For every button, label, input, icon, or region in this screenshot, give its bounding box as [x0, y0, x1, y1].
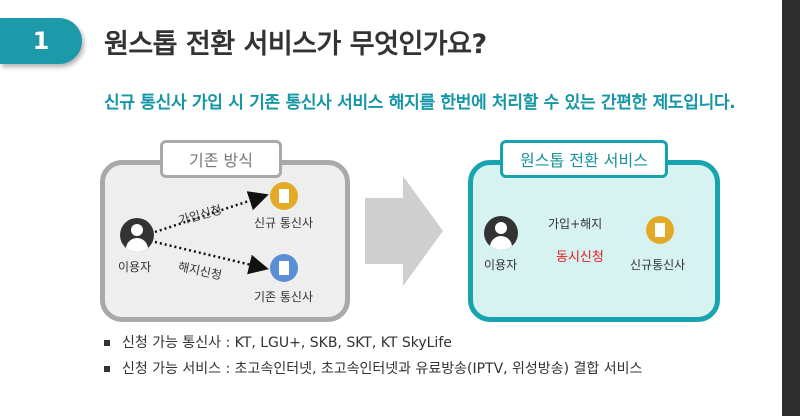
building-icon: [270, 182, 298, 210]
user-icon: [120, 218, 154, 252]
new-user-label: 이용자: [484, 258, 518, 272]
simultaneous-request-label: 동시신청: [556, 250, 604, 265]
building-icon: [646, 216, 674, 244]
page-subtitle: 신규 통신사 가입 시 기존 통신사 서비스 해지를 한번에 처리할 수 있는 …: [104, 93, 736, 113]
bullet-item: 신청 가능 서비스 : 초고속인터넷, 초고속인터넷과 유료방송(IPTV, 위…: [104, 356, 642, 382]
old-user-label: 이용자: [118, 260, 152, 274]
user-icon: [484, 216, 518, 250]
new-method-label: 원스톱 전환 서비스: [500, 140, 668, 178]
building-icon: [270, 254, 298, 282]
old-carrier-label: 기존 통신사: [254, 290, 314, 304]
transition-arrow-icon: [365, 176, 443, 286]
old-method-label: 기존 방식: [160, 140, 282, 178]
bullet-item: 신청 가능 통신사 : KT, LGU+, SKB, SKT, KT SkyLi…: [104, 330, 642, 356]
info-bullets: 신청 가능 통신사 : KT, LGU+, SKB, SKT, KT SkyLi…: [104, 330, 642, 382]
step-number-badge: 1: [0, 18, 82, 64]
join-cancel-label: 가입+해지: [548, 217, 603, 231]
slide-page: 1 원스톱 전환 서비스가 무엇인가요? 신규 통신사 가입 시 기존 통신사 …: [0, 0, 782, 416]
new-carrier-label-onestop: 신규통신사: [630, 258, 686, 272]
scrollbar[interactable]: [782, 0, 800, 416]
bullet-square-icon: [104, 366, 110, 372]
bullet-square-icon: [104, 340, 110, 346]
join-arrow: [154, 191, 269, 234]
new-carrier-label: 신규 통신사: [254, 216, 314, 230]
page-title: 원스톱 전환 서비스가 무엇인가요?: [104, 29, 487, 60]
cancel-arrow: [154, 240, 269, 275]
